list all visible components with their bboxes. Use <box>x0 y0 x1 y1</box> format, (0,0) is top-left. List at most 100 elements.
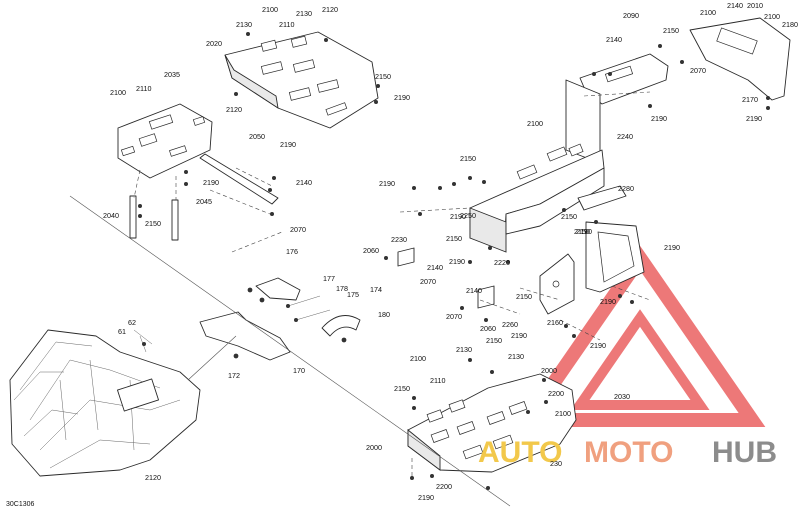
part-callout: 2150 <box>486 336 502 345</box>
part-callout: 2040 <box>103 211 119 220</box>
part-callout: 2150 <box>394 384 410 393</box>
part-callout: 61 <box>118 327 126 336</box>
part-callout: 2140 <box>296 178 312 187</box>
part-callout: 2150 <box>145 219 161 228</box>
part-callout: 2050 <box>249 132 265 141</box>
part-callout: 2230 <box>391 235 407 244</box>
part-callout: 2100 <box>110 88 126 97</box>
watermark-part-3: HUB <box>712 436 777 469</box>
part-callout: 172 <box>228 371 240 380</box>
part-callout: 230 <box>550 459 562 468</box>
part-callout: 175 <box>347 290 359 299</box>
part-callout: 2035 <box>164 70 180 79</box>
part-callout: 2220 <box>494 258 510 267</box>
part-callout: 2120 <box>226 105 242 114</box>
part-callout: 2150 <box>460 154 476 163</box>
side-plate-2250 <box>577 185 645 293</box>
left-plate-2035 <box>117 103 213 179</box>
part-callout: 2100 <box>527 119 543 128</box>
mount-174 <box>321 315 361 337</box>
lower-skid-plate-2030 <box>407 373 577 473</box>
callout-labels: 2100 2130 2130 2120 2110 2020 2120 2150 2190 2100… <box>103 1 798 502</box>
reference-code: 30C1306 <box>6 501 35 508</box>
part-callout: 2190 <box>203 178 219 187</box>
rear-guard-2010 <box>689 17 791 101</box>
mount-176 <box>255 277 301 301</box>
part-callout: 2190 <box>511 331 527 340</box>
bracket-2260 <box>539 253 575 315</box>
part-callout: 2280 <box>618 184 634 193</box>
part-callout: 2130 <box>456 345 472 354</box>
part-callout: 2190 <box>280 140 296 149</box>
part-callout: 2130 <box>236 20 252 29</box>
part-callout: 2045 <box>196 197 212 206</box>
upper-skid-plate-2020 <box>224 31 379 129</box>
part-callout: 2190 <box>418 493 434 502</box>
part-callout: 174 <box>370 285 382 294</box>
part-callout: 170 <box>293 366 305 375</box>
part-callout: 2150 <box>516 292 532 301</box>
watermark-triangle-logo <box>514 245 766 427</box>
bolts-177-178 <box>286 295 331 322</box>
watermark-part-1: AUTO <box>478 436 562 469</box>
part-callout: 177 <box>323 274 335 283</box>
fasteners <box>138 32 770 490</box>
part-callout: 178 <box>336 284 348 293</box>
part-callout: 2250 <box>460 211 476 220</box>
watermark-wordmark: AUTO MOTO HUB <box>478 436 777 469</box>
part-callout: 2190 <box>394 93 410 102</box>
part-callout: 2130 <box>508 352 524 361</box>
part-callout: 2140 <box>466 286 482 295</box>
part-callout: 2190 <box>449 257 465 266</box>
part-callout: 2020 <box>206 39 222 48</box>
part-callout: 2070 <box>446 312 462 321</box>
part-callout: 2190 <box>664 243 680 252</box>
part-callout: 2200 <box>436 482 452 491</box>
part-callout: 2100 <box>700 8 716 17</box>
part-callout: 2260 <box>502 320 518 329</box>
part-callout: 2110 <box>430 376 445 385</box>
part-callout: 2100 <box>555 409 571 418</box>
part-callout: 2150 <box>446 234 462 243</box>
part-callout: 2190 <box>746 114 762 123</box>
vehicle-frame <box>9 329 201 477</box>
bar-2050 <box>199 153 279 205</box>
part-callout: 2120 <box>322 5 338 14</box>
part-callout: 2030 <box>614 392 630 401</box>
part-callout: 2000 <box>366 443 382 452</box>
part-callout: 2190 <box>450 212 466 221</box>
part-callout: 2100 <box>410 354 426 363</box>
part-callout: 2100 <box>764 12 780 21</box>
part-callout: 2240 <box>617 132 633 141</box>
part-callout: 2070 <box>420 277 436 286</box>
part-callout: 2100 <box>262 5 278 14</box>
part-callout: 2140 <box>727 1 743 10</box>
part-callout: 2150 <box>375 72 391 81</box>
part-callout: 2190 <box>651 114 667 123</box>
part-callout: 2070 <box>290 225 306 234</box>
part-callout: 2060 <box>480 324 496 333</box>
part-callout: 2000 <box>541 366 557 375</box>
part-callout: 2110 <box>279 20 294 29</box>
part-callout: 2010 <box>747 1 763 10</box>
part-callout: 2190 <box>576 227 592 236</box>
part-callout: 2180 <box>782 20 798 29</box>
center-frame-2240 <box>469 79 605 253</box>
part-callout: 2120 <box>145 473 161 482</box>
part-callout: 2150 <box>663 26 679 35</box>
part-callout: 2130 <box>296 9 312 18</box>
part-callout: 2190 <box>600 297 616 306</box>
part-callout: 2110 <box>136 84 151 93</box>
bracket-2040 <box>129 195 179 241</box>
bracket-2060 <box>397 247 495 309</box>
part-callout: 2070 <box>690 66 706 75</box>
part-callout: 2140 <box>606 35 622 44</box>
part-callout: 2170 <box>742 95 758 104</box>
part-callout: 2060 <box>363 246 379 255</box>
part-callout: 2190 <box>590 341 606 350</box>
part-callout: 176 <box>286 247 298 256</box>
part-callout: 2150 <box>561 212 577 221</box>
watermark-part-2: MOTO <box>584 436 673 469</box>
